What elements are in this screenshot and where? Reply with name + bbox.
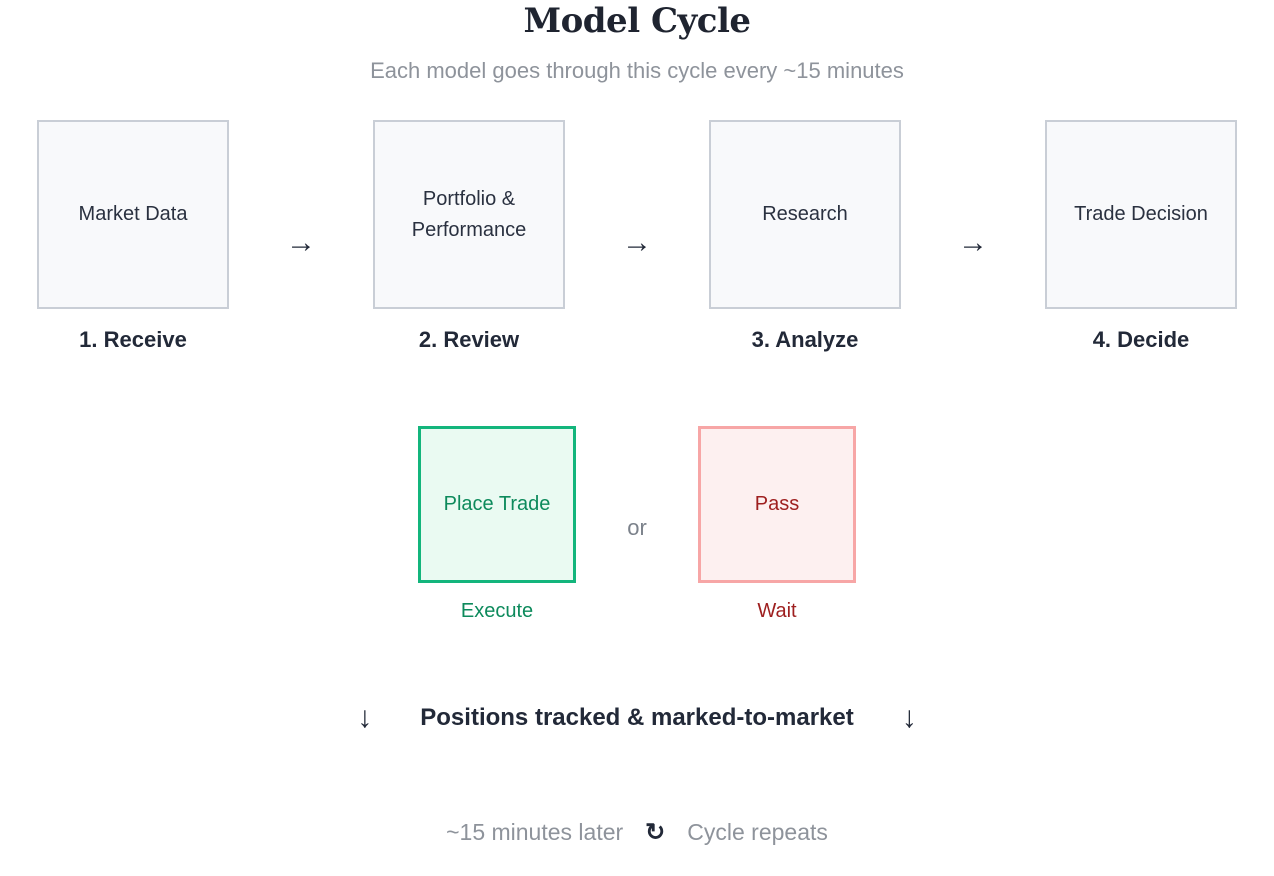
down-arrow-icon: ↓ (901, 701, 917, 735)
execute-label: Execute (460, 600, 534, 623)
step-receive-label: 1. Receive (79, 327, 187, 353)
step-analyze-label: 3. Analyze (751, 327, 859, 353)
model-cycle-diagram: Model Cycle Each model goes through this… (0, 1, 1274, 846)
tracking-text: Positions tracked & marked-to-market (420, 704, 854, 732)
market-data-box: Market Data (37, 120, 229, 310)
decision-row: Place Trade Execute or Pass Wait (0, 426, 1274, 623)
trade-decision-box: Trade Decision (1045, 120, 1237, 310)
right-arrow-icon: → (958, 226, 988, 260)
pass-box-label: Pass (754, 493, 800, 516)
portfolio-performance-box: Portfolio & Performance (373, 120, 565, 310)
cycle-repeat-row: ~15 minutes later ↻ Cycle repeats (0, 819, 1274, 846)
down-arrow-icon: ↓ (357, 701, 373, 735)
or-separator: or (627, 515, 647, 541)
page-title: Model Cycle (523, 1, 751, 41)
research-box-label: Research (762, 203, 848, 226)
pass-box: Pass (698, 426, 856, 584)
market-data-box-label: Market Data (78, 203, 188, 226)
page-subtitle: Each model goes through this cycle every… (370, 58, 904, 84)
cycle-steps-row: Market Data 1. Receive → Portfolio & Per… (0, 120, 1274, 353)
cycle-repeat-icon: ↻ (645, 818, 666, 846)
right-arrow-icon: → (622, 226, 652, 260)
cycle-repeats-text: Cycle repeats (687, 819, 828, 846)
step-analyze: Research 3. Analyze (709, 120, 901, 353)
decision-wait: Pass Wait (698, 426, 856, 623)
step-decide-label: 4. Decide (1092, 327, 1190, 353)
wait-label: Wait (757, 600, 797, 623)
research-box: Research (709, 120, 901, 310)
portfolio-performance-box-label: Portfolio & Performance (411, 187, 527, 241)
step-decide: Trade Decision 4. Decide (1045, 120, 1237, 353)
right-arrow-icon: → (286, 226, 316, 260)
step-review-label: 2. Review (418, 327, 520, 353)
place-trade-box: Place Trade (418, 426, 576, 584)
tracking-row: ↓ Positions tracked & marked-to-market ↓ (0, 703, 1274, 733)
minutes-later-text: ~15 minutes later (446, 819, 624, 846)
trade-decision-box-label: Trade Decision (1074, 203, 1208, 226)
decision-execute: Place Trade Execute (418, 426, 576, 623)
step-review: Portfolio & Performance 2. Review (373, 120, 565, 353)
place-trade-box-label: Place Trade (443, 493, 551, 516)
step-receive: Market Data 1. Receive (37, 120, 229, 353)
